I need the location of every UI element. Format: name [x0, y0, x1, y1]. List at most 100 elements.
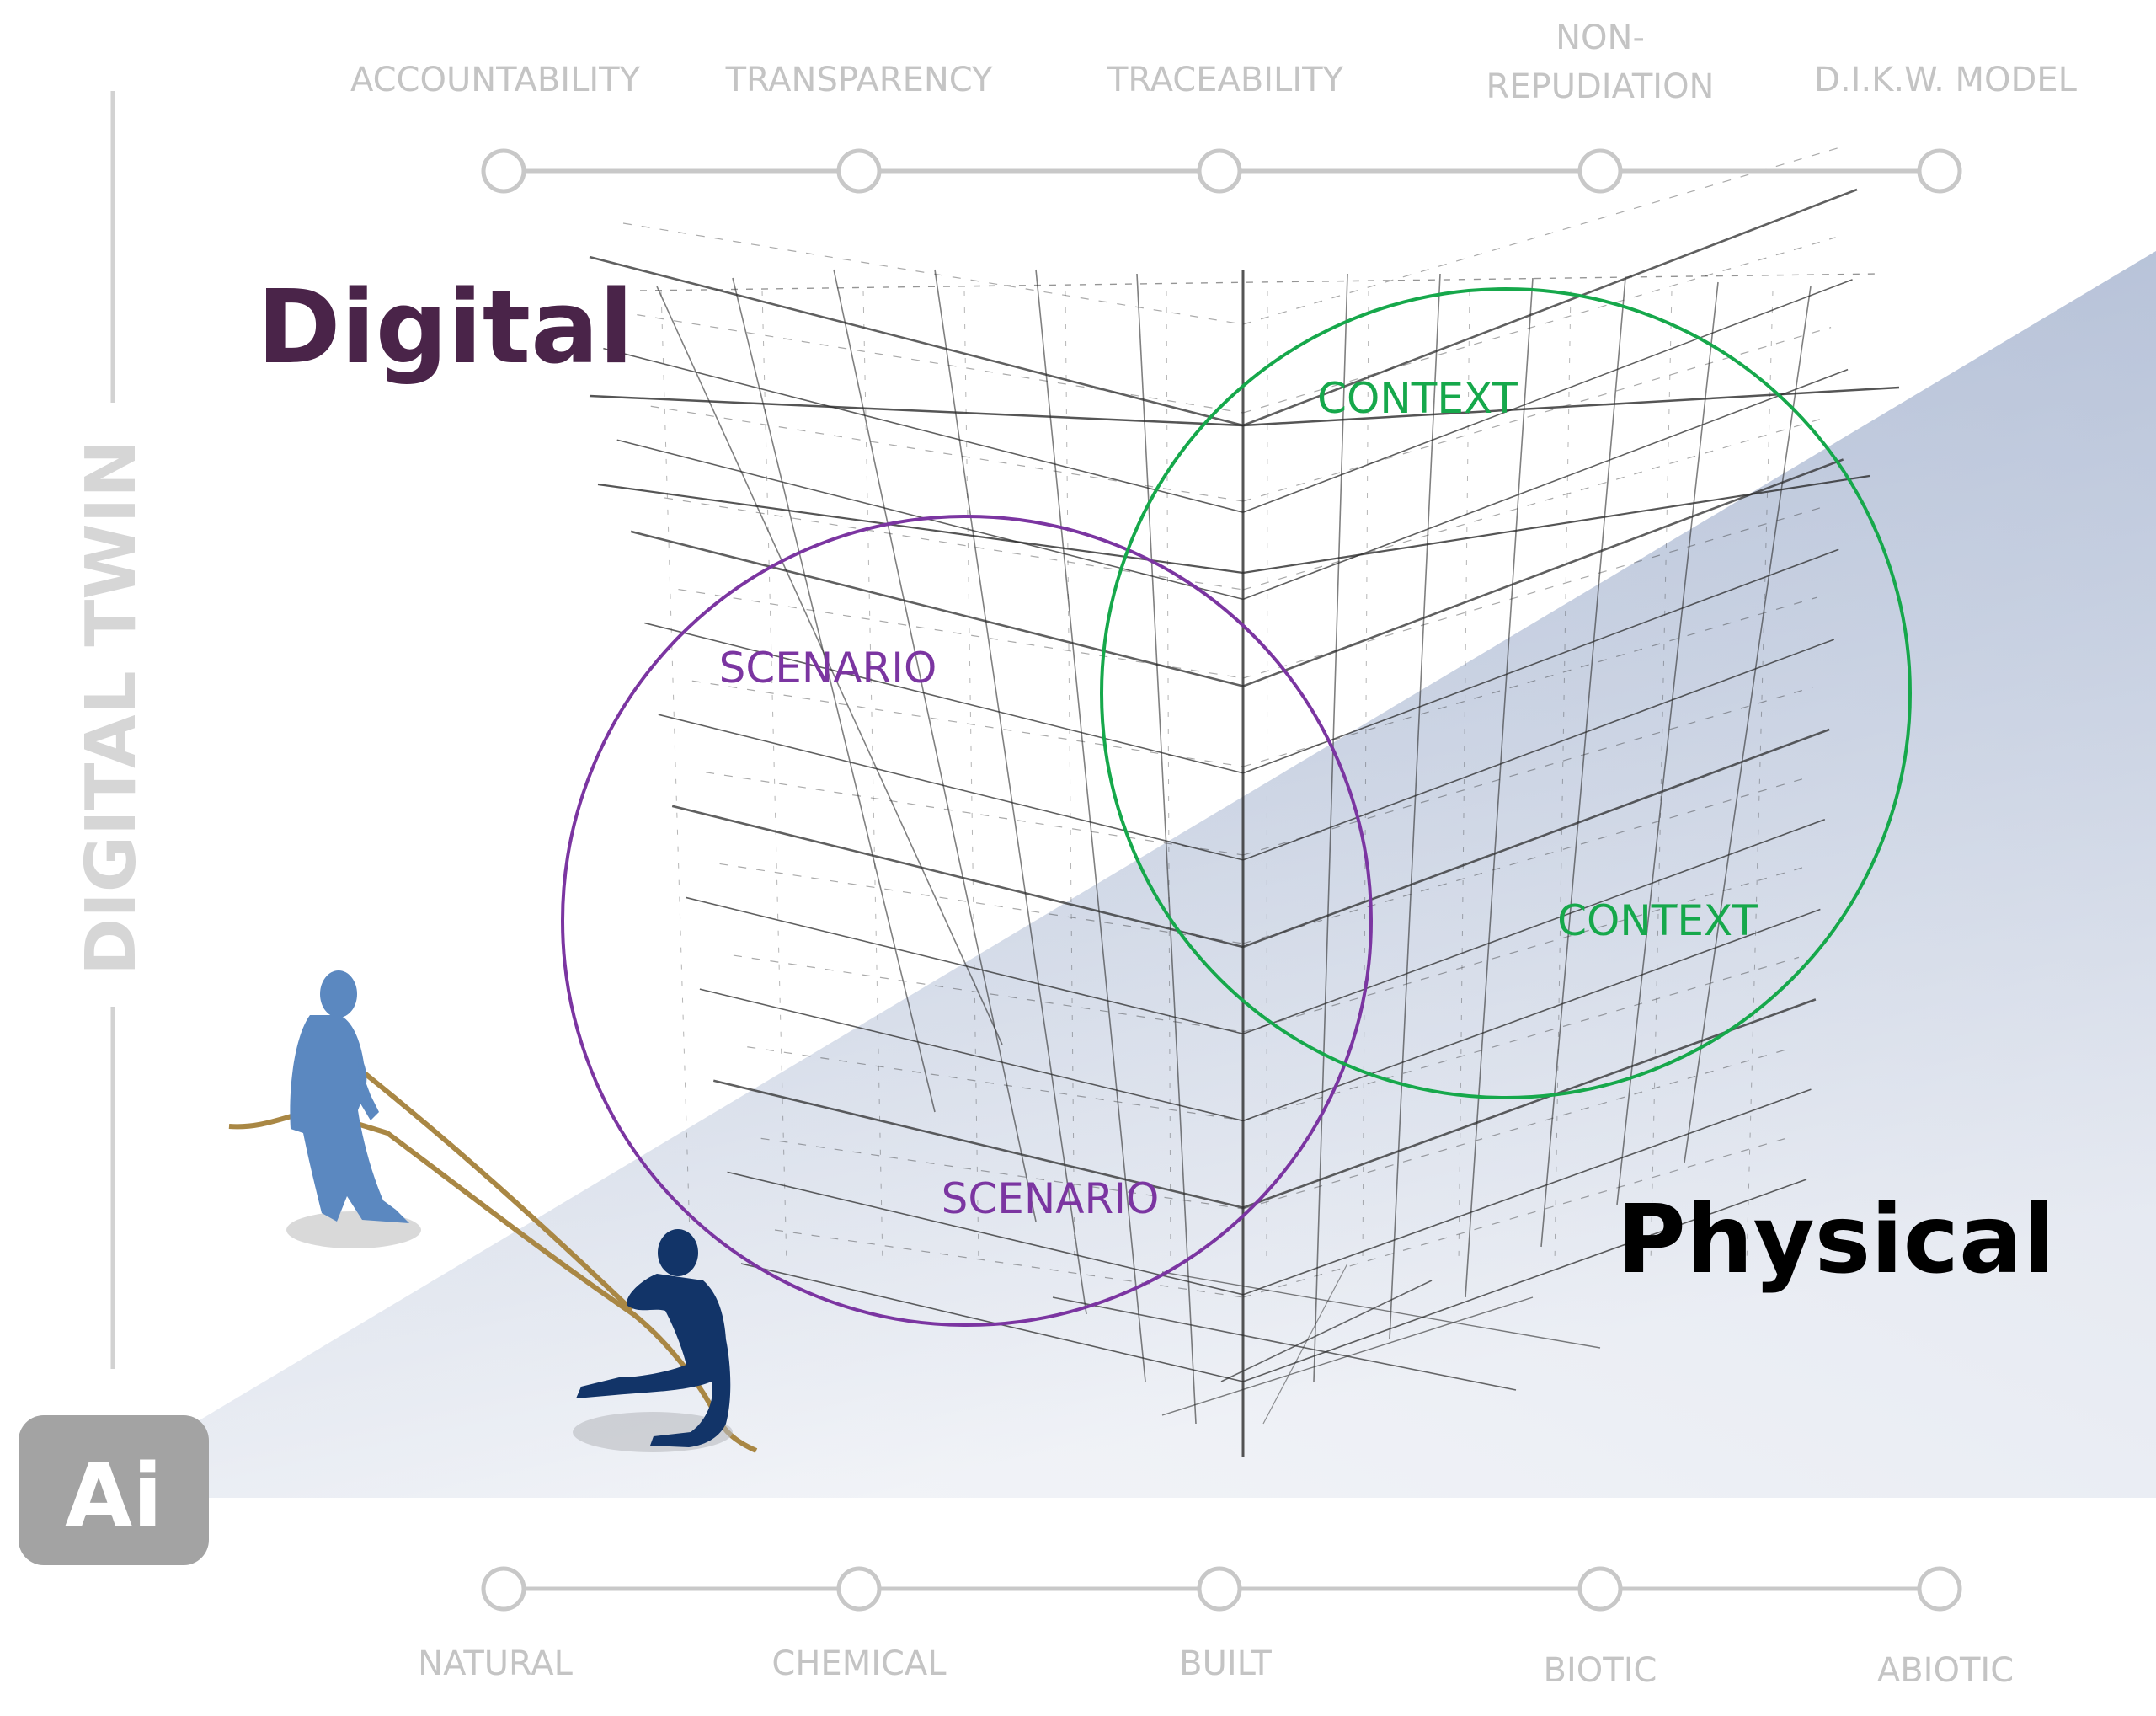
grid-line: [622, 222, 1244, 325]
grid-line: [1242, 956, 1800, 1121]
context-label-bottom: CONTEXT: [1557, 896, 1758, 945]
grid-line: [660, 290, 691, 1264]
grid-line: [1554, 290, 1572, 1264]
grid-line: [934, 269, 1087, 1315]
grid-line: [644, 622, 1244, 774]
grid-line: [597, 483, 1244, 575]
wireframe-grid: [589, 147, 1900, 1457]
top-timeline-node: [836, 148, 882, 194]
grid-line: [1035, 269, 1146, 1382]
grid-line: [1161, 1271, 1601, 1349]
venn-circles: [561, 287, 1912, 1327]
digital-twin-label: DIGITAL TWIN: [72, 440, 152, 976]
grid-line: [1242, 1136, 1790, 1298]
bottom-timeline-label: BIOTIC: [1544, 1651, 1657, 1690]
grid-line: [1242, 506, 1822, 679]
grid-line: [1746, 290, 1774, 1264]
grid-line: [1684, 286, 1812, 1163]
bottom-timeline-label: ABIOTIC: [1877, 1651, 2014, 1690]
grid-line: [761, 290, 787, 1264]
grid-line: [1362, 290, 1369, 1264]
grid-line: [733, 954, 1244, 1033]
grid-line: [1136, 273, 1197, 1425]
grid-line: [639, 273, 1879, 291]
ai-logo: Ai: [19, 1415, 209, 1565]
grid-line: [671, 805, 1244, 949]
scenario-circle: [561, 515, 1373, 1327]
physical-wedge: [194, 251, 2156, 1498]
grid-line: [691, 680, 1244, 767]
bottom-timeline-label: CHEMICAL: [771, 1644, 947, 1683]
top-timeline-label: TRANSPARENCY: [725, 61, 993, 99]
crouching-figure: [576, 1229, 731, 1447]
grid-line: [656, 286, 1003, 1045]
grid-line: [650, 405, 1244, 502]
grid-line: [760, 1137, 1244, 1210]
top-timeline-label: ACCOUNTABILITY: [350, 61, 641, 99]
grid-line: [1242, 687, 1813, 856]
grid-line: [1650, 290, 1673, 1264]
bottom-timeline: NATURAL CHEMICAL BUILT BIOTIC ABIOTIC: [418, 1566, 2014, 1690]
context-circle: [1100, 287, 1912, 1099]
grid-line: [1242, 416, 1827, 591]
grid-line: [1242, 368, 1849, 601]
grid-line: [1540, 277, 1626, 1248]
grid-line: [1242, 386, 1900, 427]
grid-line: [637, 314, 1244, 414]
grid-line: [1242, 818, 1826, 1035]
grid-line: [658, 714, 1244, 861]
grid-line: [1242, 596, 1817, 767]
grid-line: [1242, 1179, 1807, 1382]
grid-line: [1242, 279, 1853, 513]
grid-line: [833, 269, 1037, 1222]
scenario-label-bottom: SCENARIO: [942, 1174, 1160, 1223]
grid-line: [589, 394, 1244, 427]
bottom-timeline-label: BUILT: [1179, 1644, 1272, 1683]
grid-line: [732, 277, 936, 1113]
grid-line: [1242, 908, 1821, 1122]
top-timeline-node: [1917, 148, 1962, 194]
grid-line: [862, 290, 883, 1264]
ai-logo-text: Ai: [65, 1445, 163, 1548]
grid-line: [1242, 866, 1804, 1033]
grid-line: [774, 1229, 1244, 1298]
bottom-timeline-node: [836, 1566, 882, 1612]
grid-line: [1242, 1046, 1795, 1210]
grid-line: [1242, 777, 1808, 944]
grid-line: [1242, 147, 1841, 325]
grid-line: [1242, 188, 1858, 427]
bottom-timeline-label: NATURAL: [418, 1644, 573, 1683]
grid-line: [1065, 290, 1075, 1264]
standing-figure: [290, 970, 409, 1223]
top-timeline-node: [1577, 148, 1623, 194]
grid-line: [1161, 1296, 1534, 1416]
physical-heading: Physical: [1617, 1185, 2055, 1295]
bottom-timeline-node: [1577, 1566, 1623, 1612]
grid-line: [706, 772, 1244, 856]
grid-line: [1242, 998, 1817, 1209]
grid-line: [963, 290, 979, 1264]
top-timeline-label: NON-REPUDIATION: [1486, 19, 1715, 106]
grid-line: [589, 255, 1244, 427]
top-timeline-node: [481, 148, 526, 194]
grid-line: [1262, 1263, 1348, 1425]
grid-line: [1465, 277, 1534, 1298]
grid-line: [1389, 273, 1441, 1340]
grid-line: [1242, 639, 1835, 861]
grid-line: [1616, 281, 1719, 1205]
grid-line: [727, 1171, 1244, 1296]
grid-line: [678, 588, 1244, 679]
top-timeline-label: D.I.K.W. MODEL: [1814, 61, 2077, 99]
grid-line: [719, 863, 1244, 944]
scenario-label-top: SCENARIO: [719, 644, 937, 692]
grid-line: [630, 530, 1244, 687]
grid-line: [1166, 290, 1171, 1264]
grid-line: [1242, 728, 1830, 949]
grid-line: [712, 1079, 1244, 1209]
bottom-timeline-node: [1917, 1566, 1962, 1612]
grid-line: [1242, 474, 1870, 575]
grid-line: [1458, 290, 1470, 1264]
grid-line: [1242, 1088, 1812, 1296]
